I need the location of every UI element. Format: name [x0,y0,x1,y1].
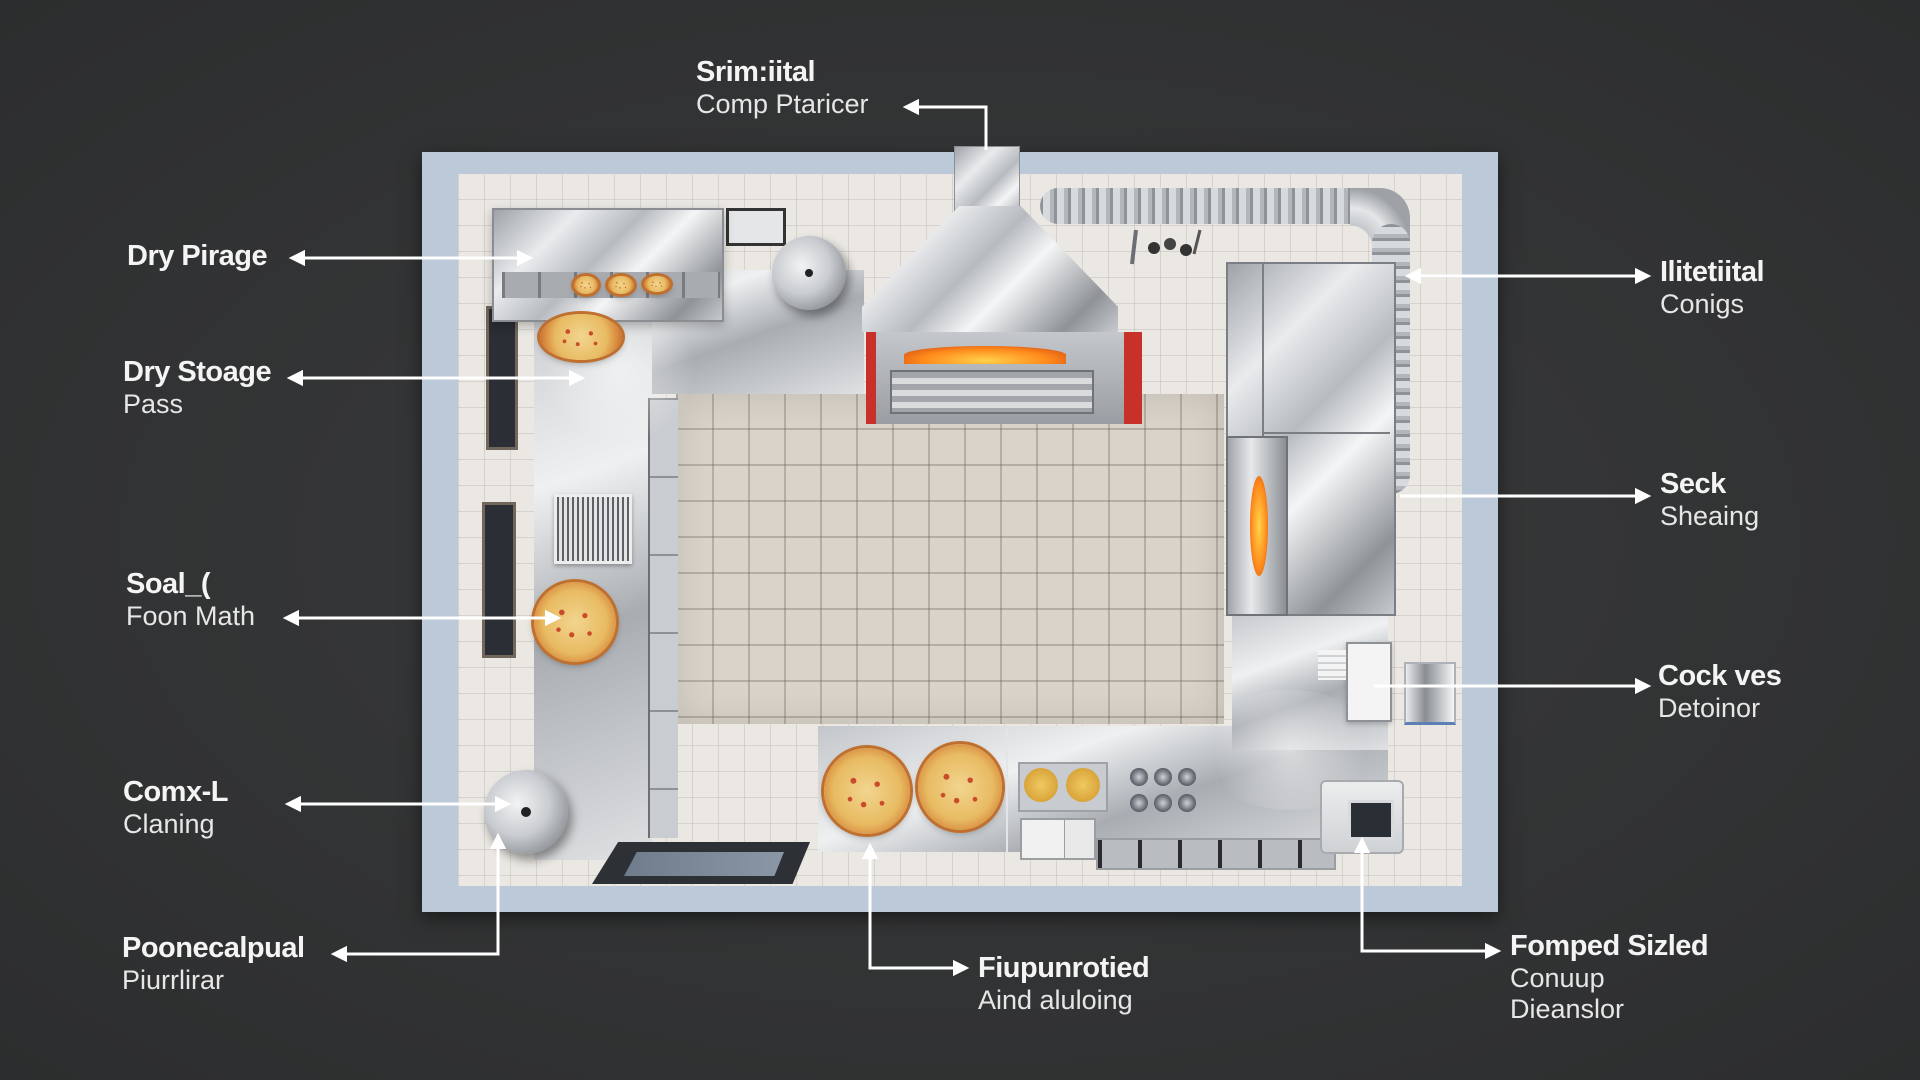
counter-divider [1006,728,1008,852]
hand-towel-dispenser [1404,662,1456,725]
label-bottom-right: Fomped Sizled Conuup Dieanslor [1510,930,1709,1025]
topping-pan [1066,768,1100,802]
label-right-2-subtitle: Sheaing [1660,501,1760,532]
counter-drawers [648,398,678,838]
pizza-dough [574,276,598,294]
floor-drain-glass [624,852,784,876]
pizza [824,748,910,834]
pizza [918,744,1002,830]
pizza-dough [644,276,670,292]
burner-knob-icon [1178,768,1196,786]
label-right-1-title: Ilitetiital [1660,256,1765,288]
window [486,306,518,450]
stock-pot [772,236,846,310]
label-right-2: Seck Sheaing [1660,468,1759,532]
dispenser-box [1346,642,1392,722]
wall-hatch [726,208,786,246]
label-left-2-title: Dry Stoage [123,356,272,388]
oven-fire [904,346,1066,364]
label-left-5: Poonecalpual Piurrlirar [122,932,305,996]
label-left-5-subtitle: Piurrlirar [122,965,225,996]
label-right-1-subtitle: Conigs [1660,289,1745,320]
label-right-3-subtitle: Detoinor [1658,693,1761,724]
burner-knob-icon [1178,794,1196,812]
label-left-1-title: Dry Pirage [127,240,268,272]
label-left-2: Dry Stoage Pass [123,356,272,420]
burner-knob-icon [1130,794,1148,812]
label-bottom-center: Fiupunrotied Aind aluloing [978,952,1150,1016]
dry-storage-shelf [492,208,724,322]
label-left-3-subtitle: Foon Math [126,601,256,632]
label-bottom-right-subtitle-2: Dieanslor [1510,994,1625,1025]
label-top-title: Srim:iital [696,56,816,88]
label-left-3: Soal_( Foon Math [126,568,255,632]
label-bottom-center-title: Fiupunrotied [978,952,1150,984]
label-right-3: Cock ves Detoinor [1658,660,1782,724]
stovetop-burners [1130,768,1202,816]
pizza-dough [608,276,634,294]
label-top-subtitle: Comp Ptaricer [696,89,869,120]
burner-knob-icon [1154,794,1172,812]
floor-tiles [676,394,1224,724]
towel-stack [1318,650,1346,680]
burner-knob-icon [1154,768,1172,786]
stock-pot [484,770,568,854]
topping-pan [1024,768,1058,802]
fridge-door-seam [1262,432,1390,434]
label-right-1: Ilitetiital Conigs [1660,256,1765,320]
burner-knob-icon [1130,768,1148,786]
label-left-4-subtitle: Claning [123,809,215,840]
label-bottom-right-title: Fomped Sizled [1510,930,1709,962]
label-right-3-title: Cock ves [1658,660,1782,692]
deck-oven-fire [1250,476,1268,576]
label-bottom-center-subtitle: Aind aluloing [978,985,1133,1016]
label-left-3-title: Soal_( [126,568,211,600]
microwave-window [1348,800,1394,840]
oven-door [890,370,1094,414]
label-bottom-right-subtitle: Conuup [1510,963,1605,994]
wall-vent [554,494,632,564]
label-left-4: Comx-L Claning [123,776,228,840]
label-left-5-title: Poonecalpual [122,932,305,964]
label-left-2-subtitle: Pass [123,389,184,420]
pizza [540,314,622,360]
stove-grate [1096,838,1336,870]
hanging-utensils-icon [1130,229,1202,265]
window [482,502,516,658]
label-top: Srim:iital Comp Ptaricer [696,56,869,120]
pizza [534,582,616,662]
ventilation-duct [1040,188,1386,224]
label-left-4-title: Comx-L [123,776,228,808]
under-counter-fridge [1020,818,1096,860]
label-right-2-title: Seck [1660,468,1726,500]
label-left-1: Dry Pirage [127,240,268,273]
